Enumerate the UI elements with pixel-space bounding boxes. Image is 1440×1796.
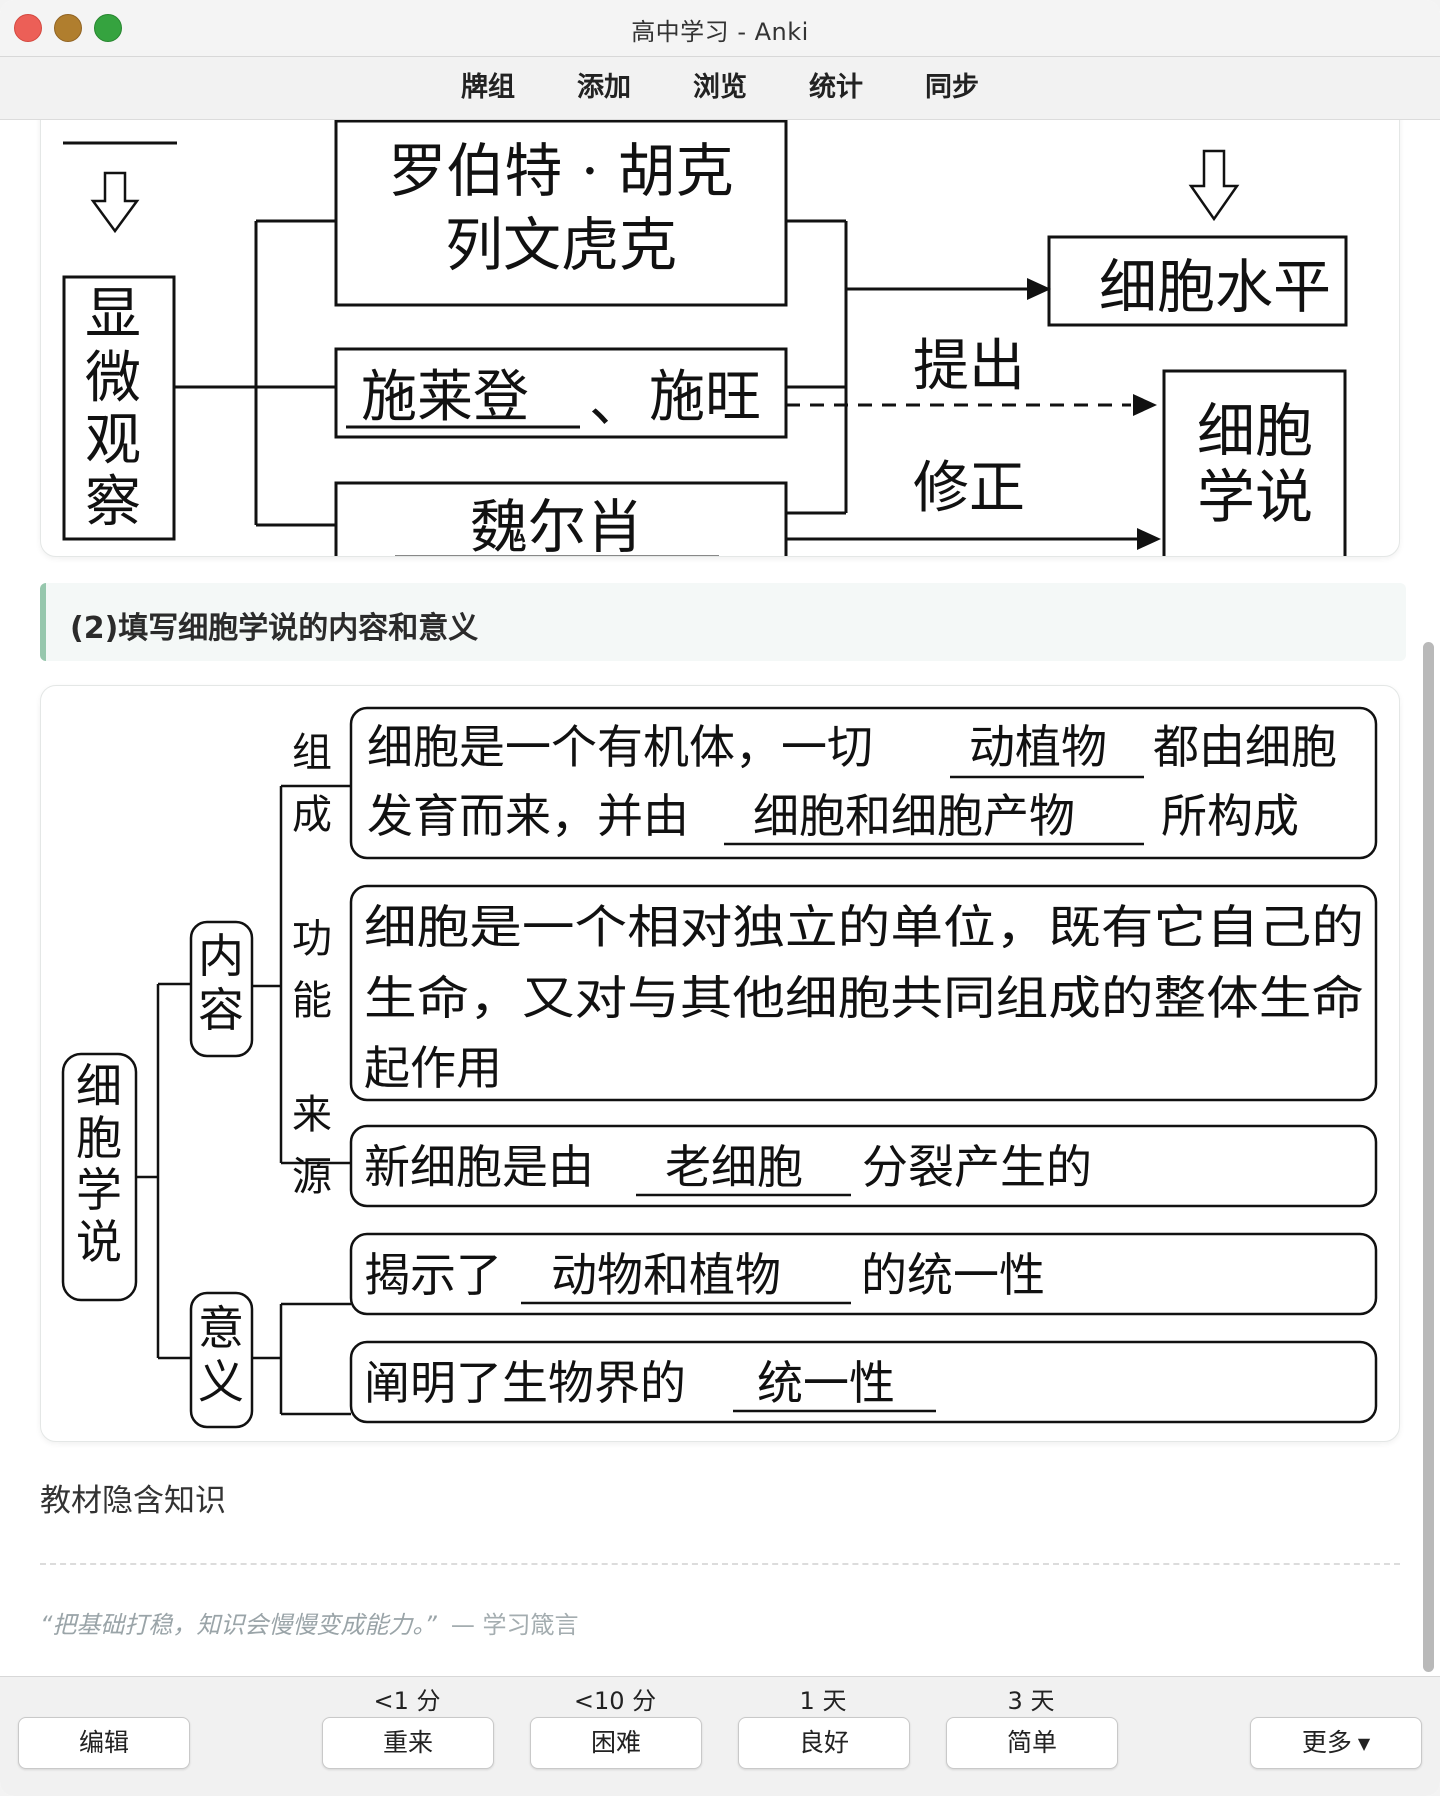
box5-a: 阐明了生物界的 xyxy=(364,1356,686,1410)
composition-char-2: 成 xyxy=(292,792,332,838)
box3-a: 新细胞是由 xyxy=(364,1140,594,1194)
window-title: 高中学习 - Anki xyxy=(631,18,809,46)
box1-line2-a: 发育而来，并由 xyxy=(367,789,689,843)
observe-label-2: 微 xyxy=(85,346,141,411)
box2-line3: 起作用 xyxy=(364,1041,502,1095)
revise-label: 修正 xyxy=(913,456,1025,521)
hidden-knowledge-heading: 教材隐含知识 xyxy=(40,1483,226,1519)
good-button[interactable]: 良好 xyxy=(738,1717,910,1769)
nav-browse[interactable]: 浏览 xyxy=(693,72,747,103)
box5-blank: 统一性 xyxy=(757,1356,895,1410)
again-button[interactable]: 重来 xyxy=(322,1717,494,1769)
nav-sync[interactable]: 同步 xyxy=(925,72,979,103)
box1-line2-blank: 细胞和细胞产物 xyxy=(753,789,1075,843)
motto-text: “把基础打稳，知识会慢慢变成能力。” xyxy=(40,1611,437,1639)
names-schleiden: 施莱登 xyxy=(361,365,529,430)
more-label: 更多 xyxy=(1301,1728,1352,1757)
zoom-window-button[interactable] xyxy=(94,14,122,42)
caret-down-icon: ▼ xyxy=(1357,1734,1371,1753)
root-char-1: 细 xyxy=(76,1059,122,1113)
discovery-diagram: 显 微 观 察 罗伯特 · 胡克 列文虎克 施莱登 、 施旺 魏尔肖 细胞水平 … xyxy=(62,120,1348,556)
more-button[interactable]: 更多 ▼ xyxy=(1250,1717,1422,1769)
box1-line1-blank: 动植物 xyxy=(969,720,1107,774)
title-bar: 高中学习 - Anki xyxy=(0,0,1440,57)
answer-bar: 编辑 <1 分 重来 <10 分 困难 1 天 良好 3 天 简单 更多 ▼ xyxy=(0,1676,1440,1796)
close-window-button[interactable] xyxy=(14,14,42,42)
observe-label-1: 显 xyxy=(85,282,141,347)
box4-b: 的统一性 xyxy=(861,1248,1045,1302)
section-heading: (2)填写细胞学说的内容和意义 xyxy=(40,583,1406,661)
nav-decks[interactable]: 牌组 xyxy=(461,72,515,103)
names-virchow: 魏尔肖 xyxy=(470,493,644,556)
box1-line1-a: 细胞是一个有机体，一切 xyxy=(367,720,873,774)
content-char-2: 容 xyxy=(198,983,244,1037)
meaning-char-2: 义 xyxy=(198,1355,244,1409)
edit-button[interactable]: 编辑 xyxy=(18,1717,190,1769)
nav-stats[interactable]: 统计 xyxy=(809,72,863,103)
box4-a: 揭示了 xyxy=(364,1248,502,1302)
root-char-4: 说 xyxy=(76,1215,122,1269)
box1-line1-b: 都由细胞 xyxy=(1153,720,1337,774)
function-char-1: 功 xyxy=(292,916,332,962)
root-char-2: 胞 xyxy=(76,1111,122,1165)
observe-label-4: 察 xyxy=(85,470,141,535)
composition-char-1: 组 xyxy=(292,730,332,776)
function-char-2: 能 xyxy=(292,978,332,1024)
theory-label-2: 学说 xyxy=(1197,463,1313,531)
origin-char-1: 来 xyxy=(292,1092,332,1138)
minimize-window-button[interactable] xyxy=(54,14,82,42)
diagram-card-theory: 细 胞 学 说 内 容 意 义 组 成 功 能 来 源 细胞是一个有机体，一切 … xyxy=(40,685,1400,1442)
names-hooke: 罗伯特 · 胡克 xyxy=(388,137,733,205)
root-char-3: 学 xyxy=(76,1163,122,1217)
hard-interval: <10 分 xyxy=(573,1687,657,1715)
easy-button[interactable]: 简单 xyxy=(946,1717,1118,1769)
box3-b: 分裂产生的 xyxy=(862,1140,1092,1194)
nav-add[interactable]: 添加 xyxy=(577,72,631,103)
easy-interval: 3 天 xyxy=(1007,1687,1055,1715)
scrollbar-thumb[interactable] xyxy=(1423,642,1434,1672)
again-interval: <1 分 xyxy=(373,1687,441,1715)
meaning-char-1: 意 xyxy=(198,1301,244,1355)
observe-label-3: 观 xyxy=(85,408,141,473)
box2-line1: 细胞是一个相对独立的单位，既有它自己的 xyxy=(364,900,1364,954)
hard-button[interactable]: 困难 xyxy=(530,1717,702,1769)
cell-level-label: 细胞水平 xyxy=(1099,253,1331,321)
names-leeuwenhoek: 列文虎克 xyxy=(445,211,677,279)
origin-char-2: 源 xyxy=(292,1154,332,1200)
top-nav: 牌组 添加 浏览 统计 同步 xyxy=(0,57,1440,120)
divider xyxy=(40,1563,1400,1565)
propose-label: 提出 xyxy=(913,334,1025,399)
good-interval: 1 天 xyxy=(799,1687,847,1715)
box2-line2: 生命，又对与其他细胞共同组成的整体生命 xyxy=(364,971,1364,1025)
theory-label-1: 细胞 xyxy=(1197,397,1313,465)
box4-blank: 动物和植物 xyxy=(551,1248,781,1302)
names-separator: 、 xyxy=(589,370,645,435)
theory-diagram: 细 胞 学 说 内 容 意 义 组 成 功 能 来 源 细胞是一个有机体，一切 … xyxy=(61,706,1378,1429)
card-content: 显 微 观 察 罗伯特 · 胡克 列文虎克 施莱登 、 施旺 魏尔肖 细胞水平 … xyxy=(0,120,1440,1675)
box1-line2-b: 所构成 xyxy=(1161,789,1299,843)
names-schwann: 施旺 xyxy=(649,365,761,430)
diagram-card-discovery: 显 微 观 察 罗伯特 · 胡克 列文虎克 施莱登 、 施旺 魏尔肖 细胞水平 … xyxy=(40,120,1400,557)
motto-source: — 学习箴言 xyxy=(450,1611,579,1639)
section-heading-text: (2)填写细胞学说的内容和意义 xyxy=(70,611,479,646)
content-char-1: 内 xyxy=(198,929,244,983)
motto-quote: “把基础打稳，知识会慢慢变成能力。” — 学习箴言 xyxy=(40,1605,579,1640)
box3-blank: 老细胞 xyxy=(665,1140,803,1194)
